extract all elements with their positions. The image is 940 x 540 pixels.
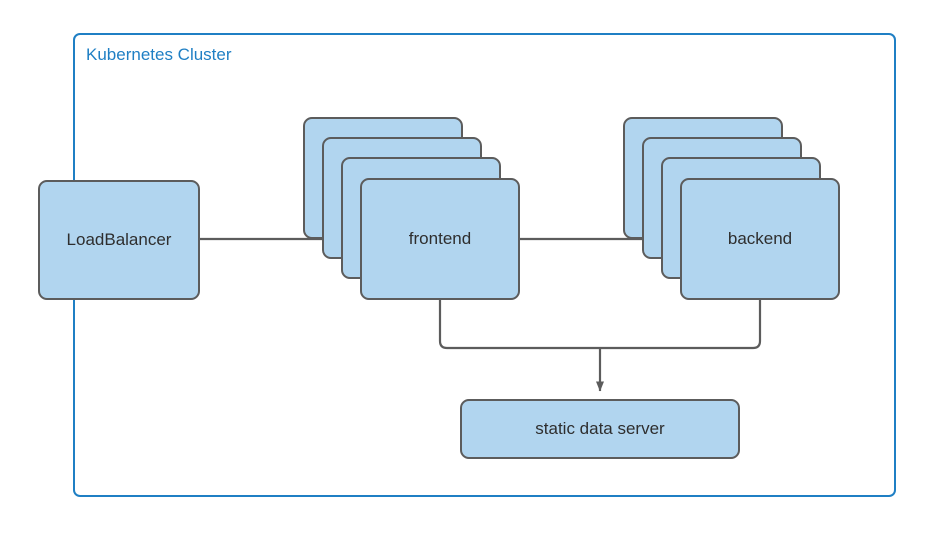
backend-replica-card-4[interactable]: backend xyxy=(680,178,840,300)
frontend-replica-card-4[interactable]: frontend xyxy=(360,178,520,300)
node-backend-label: backend xyxy=(727,229,793,248)
node-static-data-server[interactable]: static data server xyxy=(460,399,740,459)
node-frontend[interactable]: frontend xyxy=(303,117,520,300)
edge-frontend-to-static-data-server xyxy=(438,300,600,350)
node-static-data-server-label: static data server xyxy=(535,419,665,438)
edge-backend-to-static-data-server xyxy=(600,300,762,350)
node-loadbalancer-label: LoadBalancer xyxy=(66,230,172,249)
kubernetes-cluster-label: Kubernetes Cluster xyxy=(86,45,232,64)
node-backend[interactable]: backend xyxy=(623,117,840,300)
node-loadbalancer[interactable]: LoadBalancer xyxy=(38,180,200,300)
node-frontend-label: frontend xyxy=(408,229,472,248)
